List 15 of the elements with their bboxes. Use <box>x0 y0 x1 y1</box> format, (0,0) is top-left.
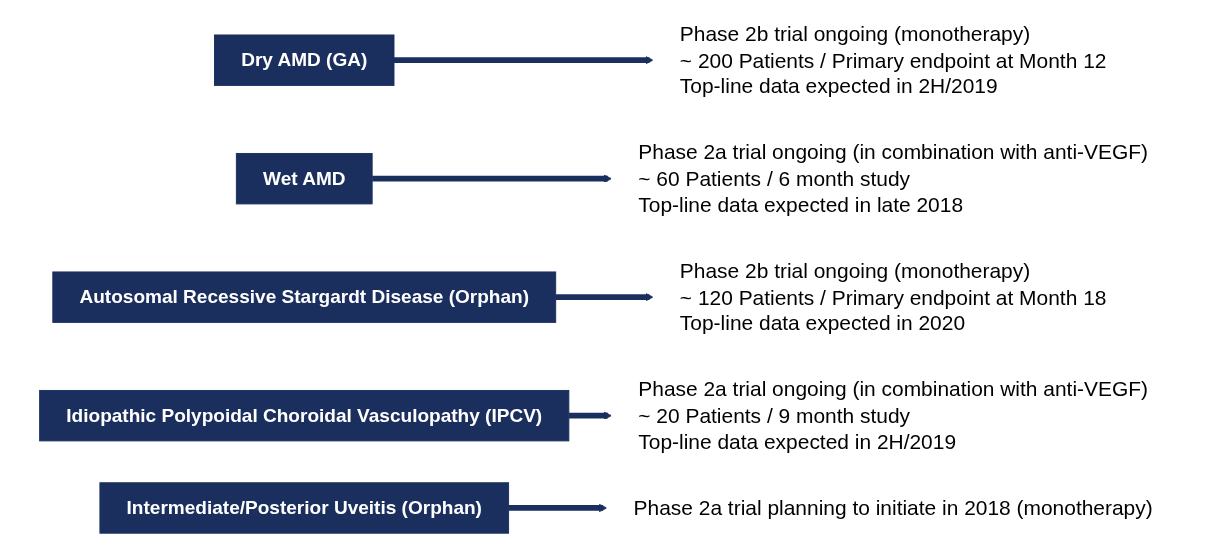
node-text: Phase 2a trial ongoing (in combination with anti-VEGF) ~ 20 Patients / 9 month study Top-line data expected in 2H/2019 <box>638 377 1149 454</box>
arrow <box>394 56 654 65</box>
arrow <box>508 503 608 513</box>
arrow <box>555 293 654 302</box>
node-text: Phase 2a trial planning to initiate in 2018 (monotherapy) <box>633 495 1153 520</box>
node-box: Wet AMD <box>235 153 373 205</box>
node-text: Phase 2b trial ongoing (monotherapy) ~ 120 Patients / Primary endpoint at Month 18 Top-line data expected in 2020 <box>679 258 1107 335</box>
node-box: Dry AMD (GA) <box>214 34 395 86</box>
node-box: Idiopathic Polypoidal Choroidal Vasculopathy (IPCV) <box>39 389 570 442</box>
arrow <box>372 174 612 183</box>
node-box: Intermediate/Posterior Uveitis (Orphan) <box>99 482 510 534</box>
arrow <box>568 411 612 420</box>
node-text: Phase 2a trial ongoing (in combination with anti-VEGF) ~ 60 Patients / 6 month study Top-line data expected in late 2018 <box>638 140 1149 217</box>
node-text: Phase 2b trial ongoing (monotherapy) ~ 200 Patients / Primary endpoint at Month 12 Top-line data expected in 2H/2019 <box>679 21 1107 99</box>
node-box: Autosomal Recessive Stargardt Disease (Orphan) <box>52 271 557 323</box>
